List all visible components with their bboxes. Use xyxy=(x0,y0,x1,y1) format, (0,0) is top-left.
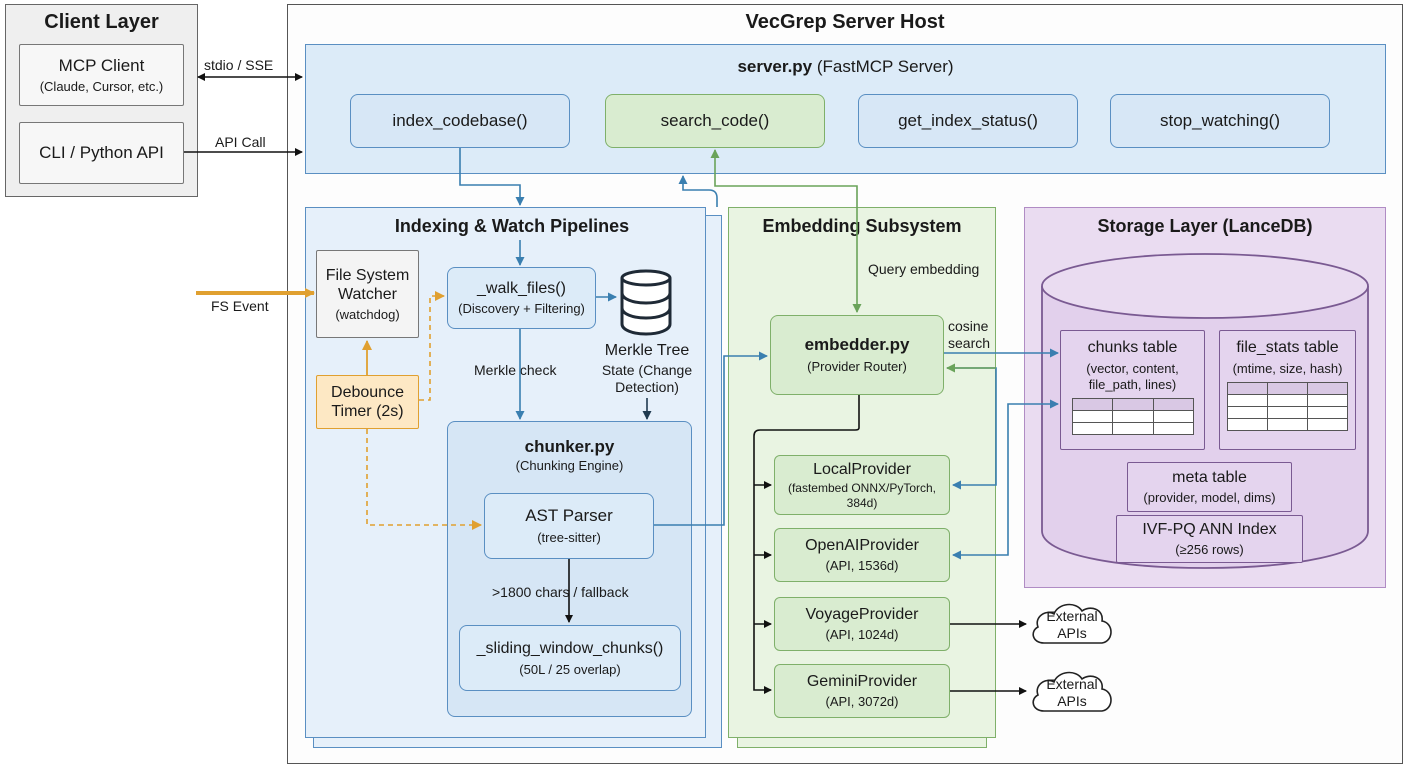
local-provider-box[interactable]: LocalProvider (fastembed ONNX/PyTorch, 3… xyxy=(774,455,950,515)
server-py-title-bold: server.py xyxy=(737,57,813,76)
file-stats-title: file_stats table xyxy=(1236,339,1339,356)
fs-watcher-line2: Watcher xyxy=(338,285,397,303)
tool-stop-watching[interactable]: stop_watching() xyxy=(1110,94,1330,148)
merkle-sub1: State (Change xyxy=(601,361,693,378)
external-apis-1-label: External APIs xyxy=(1026,603,1118,647)
fs-event-label: FS Event xyxy=(211,298,269,314)
external-apis-cloud-2 xyxy=(1032,671,1112,712)
file-stats-sub: (mtime, size, hash) xyxy=(1232,361,1343,376)
tool-search-code[interactable]: search_code() xyxy=(605,94,825,148)
cli-python-api-box[interactable]: CLI / Python API xyxy=(19,122,184,184)
merkle-title: Merkle Tree xyxy=(604,341,690,359)
external-apis-2-label: External APIs xyxy=(1026,671,1118,715)
ivf-pq-index-box[interactable]: IVF-PQ ANN Index (≥256 rows) xyxy=(1116,515,1303,563)
gemini-provider-box[interactable]: GeminiProvider (API, 3072d) xyxy=(774,664,950,718)
walk-files-title: _walk_files() xyxy=(477,280,566,298)
fs-watcher-line1: File System xyxy=(325,266,410,284)
chunks-table-title: chunks table xyxy=(1087,339,1178,356)
chunks-table-sub1: (vector, content, xyxy=(1086,361,1179,376)
external-apis-2-line2: APIs xyxy=(1057,693,1087,709)
external-apis-1-line2: APIs xyxy=(1057,625,1087,641)
merkle-sub2: Detection) xyxy=(615,378,679,395)
ivf-pq-sub: (≥256 rows) xyxy=(1175,542,1244,558)
cosine-label-2: search xyxy=(948,335,991,351)
tool-stop-watching-label: stop_watching() xyxy=(1159,110,1280,130)
server-py-title-rest: (FastMCP Server) xyxy=(816,57,954,76)
chunks-table-sub2: file_path, lines) xyxy=(1088,377,1177,392)
gemini-provider-title: GeminiProvider xyxy=(806,673,918,691)
external-apis-2-line1: External xyxy=(1046,676,1098,693)
external-apis-1-line1: External xyxy=(1046,608,1098,625)
merkle-check-label: Merkle check xyxy=(474,362,557,378)
gemini-provider-sub: (API, 3072d) xyxy=(825,694,899,710)
voyage-provider-title: VoyageProvider xyxy=(805,606,919,624)
embedder-sub: (Provider Router) xyxy=(807,359,907,375)
server-host-title: VecGrep Server Host xyxy=(745,11,945,33)
merkle-tree-label: Merkle Tree State (Change Detection) xyxy=(592,340,702,396)
chunker-sub: (Chunking Engine) xyxy=(515,458,624,473)
chunker-title: chunker.py xyxy=(524,437,615,456)
api-call-label: API Call xyxy=(215,134,266,150)
sliding-window-box[interactable]: _sliding_window_chunks() (50L / 25 overl… xyxy=(459,625,681,691)
meta-table-sub: (provider, model, dims) xyxy=(1143,490,1276,506)
client-layer-title: Client Layer xyxy=(44,11,159,33)
indexing-panel-title: Indexing & Watch Pipelines xyxy=(394,216,630,236)
fs-watcher-box[interactable]: File System Watcher (watchdog) xyxy=(316,250,419,338)
file-stats-table-grid xyxy=(1227,382,1348,431)
openai-provider-box[interactable]: OpenAIProvider (API, 1536d) xyxy=(774,528,950,582)
tool-search-code-label: search_code() xyxy=(660,110,770,130)
local-provider-title: LocalProvider xyxy=(813,461,911,479)
local-provider-sub2: 384d) xyxy=(846,495,878,510)
tool-get-index-status[interactable]: get_index_status() xyxy=(858,94,1078,148)
walk-files-box[interactable]: _walk_files() (Discovery + Filtering) xyxy=(447,267,596,329)
debounce-line1: Debounce xyxy=(331,383,404,401)
tool-get-index-status-label: get_index_status() xyxy=(898,110,1038,130)
mcp-client-title: MCP Client xyxy=(58,55,145,75)
openai-provider-title: OpenAIProvider xyxy=(805,537,919,555)
chunks-table-grid xyxy=(1071,398,1195,435)
query-embedding-label: Query embedding xyxy=(868,261,980,277)
database-icon xyxy=(620,269,672,336)
voyage-provider-sub: (API, 1024d) xyxy=(825,627,899,643)
local-provider-sub1: (fastembed ONNX/PyTorch, xyxy=(787,481,937,496)
ivf-pq-title: IVF-PQ ANN Index xyxy=(1142,521,1277,539)
walk-files-sub: (Discovery + Filtering) xyxy=(458,301,585,317)
openai-provider-sub: (API, 1536d) xyxy=(825,558,899,574)
fallback-label: >1800 chars / fallback xyxy=(492,584,629,600)
mcp-client-box[interactable]: MCP Client (Claude, Cursor, etc.) xyxy=(19,44,184,106)
embedding-panel-title: Embedding Subsystem xyxy=(762,216,962,236)
storage-panel-title: Storage Layer (LanceDB) xyxy=(1097,216,1313,236)
debounce-timer-box[interactable]: Debounce Timer (2s) xyxy=(316,375,419,429)
voyage-provider-box[interactable]: VoyageProvider (API, 1024d) xyxy=(774,597,950,651)
tool-index-codebase[interactable]: index_codebase() xyxy=(350,94,570,148)
embedder-title: embedder.py xyxy=(804,335,910,354)
sliding-window-sub: (50L / 25 overlap) xyxy=(519,661,621,677)
meta-table-title: meta table xyxy=(1172,469,1247,487)
ast-parser-title: AST Parser xyxy=(525,506,613,525)
mcp-client-sub: (Claude, Cursor, etc.) xyxy=(39,78,164,94)
sliding-window-title: _sliding_window_chunks() xyxy=(476,639,664,657)
tool-index-codebase-label: index_codebase() xyxy=(392,110,528,130)
debounce-line2: Timer (2s) xyxy=(331,403,404,420)
stdio-sse-label: stdio / SSE xyxy=(204,57,274,73)
ast-parser-sub: (tree-sitter) xyxy=(537,530,601,546)
cli-title: CLI / Python API xyxy=(39,142,164,162)
server-py-title: server.py (FastMCP Server) xyxy=(305,57,1386,77)
embedder-box[interactable]: embedder.py (Provider Router) xyxy=(770,315,944,395)
ast-parser-box[interactable]: AST Parser (tree-sitter) xyxy=(484,493,654,559)
fs-watcher-sub: (watchdog) xyxy=(335,306,400,322)
external-apis-cloud-1 xyxy=(1032,603,1112,644)
cosine-label-1: cosine xyxy=(948,318,989,334)
meta-table-box[interactable]: meta table (provider, model, dims) xyxy=(1127,462,1292,512)
